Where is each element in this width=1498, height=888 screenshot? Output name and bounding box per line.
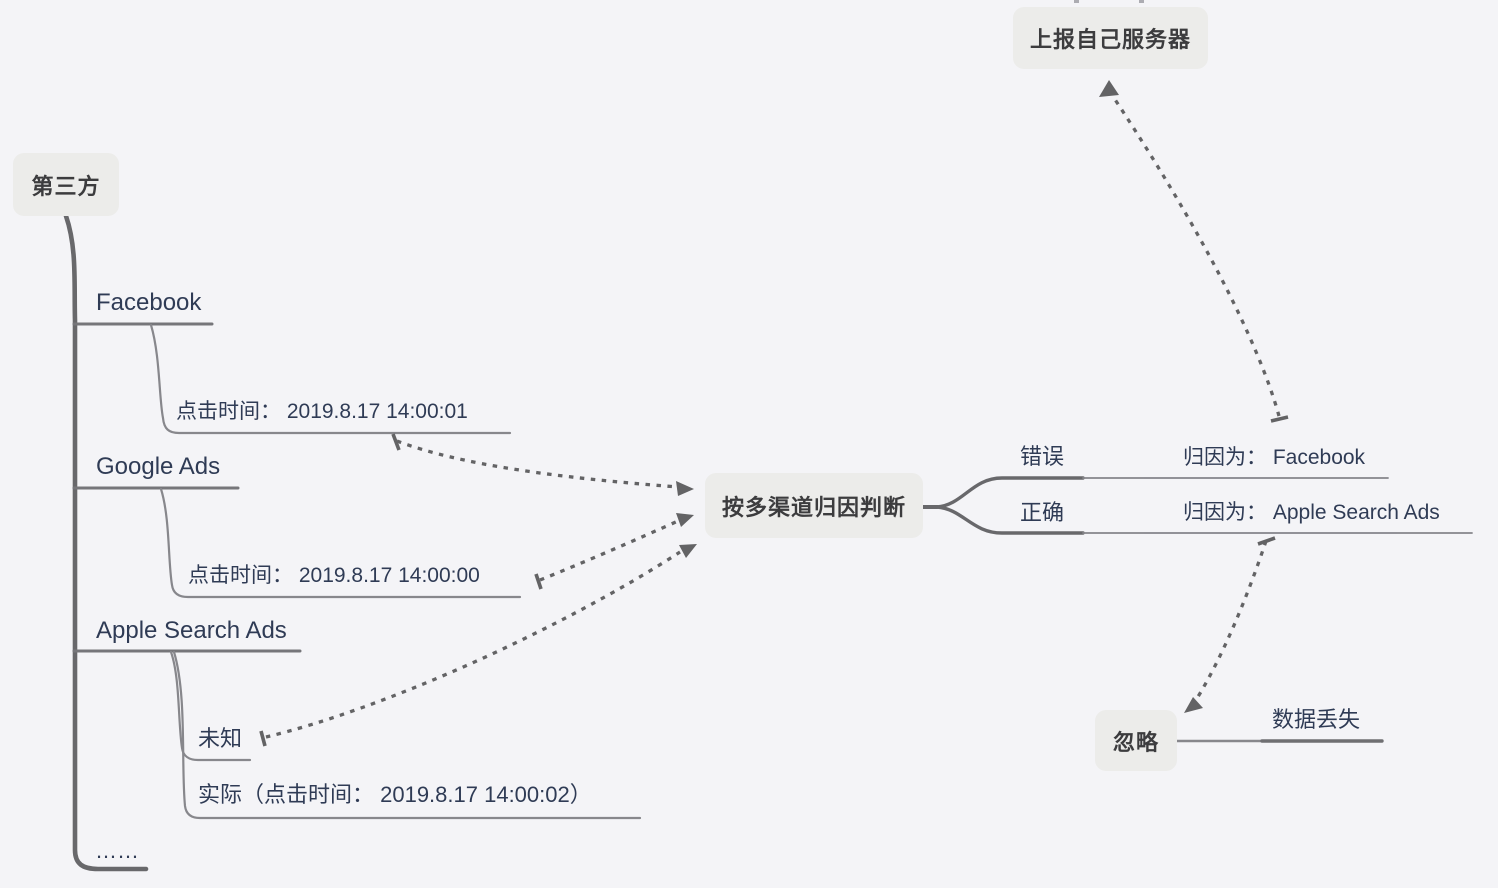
arrow-head-icon <box>1184 697 1203 713</box>
dashed-arrow-attr-asa-to-ignore <box>1184 536 1276 713</box>
topic-actual-click-time[interactable]: 实际（点击时间： 2019.8.17 14:00:02） <box>198 782 592 807</box>
top-edge-stub <box>1139 0 1144 3</box>
branch-asa-unknown <box>169 650 252 762</box>
arrow-curve <box>396 439 679 489</box>
arrow-tail-bar <box>259 730 267 747</box>
arrow-tail-bar <box>534 573 543 590</box>
node-third-party[interactable]: 第三方 <box>13 153 119 216</box>
branch-outcome-wrong <box>935 476 1085 509</box>
dashed-arrow-attr-facebook-to-report-server <box>1099 80 1289 423</box>
topic-facebook[interactable]: Facebook <box>96 289 202 316</box>
top-edge-stub <box>1074 0 1079 3</box>
topic-facebook-click-time[interactable]: 点击时间： 2019.8.17 14:00:01 <box>176 400 468 423</box>
node-ignore[interactable]: 忽略 <box>1095 710 1177 771</box>
trunk-branch-third-party <box>63 213 149 872</box>
arrow-tail-bar <box>1257 536 1276 546</box>
arrow-tail-bar <box>1270 415 1289 423</box>
topic-google-ads[interactable]: Google Ads <box>96 453 221 480</box>
dashed-arrow-facebook-clicktime-to-judgment <box>391 433 694 496</box>
topic-attr-facebook[interactable]: 归因为： Facebook <box>1183 446 1366 469</box>
topic-unknown[interactable]: 未知 <box>198 726 243 751</box>
arrow-head-icon <box>676 513 694 527</box>
topic-outcome-wrong[interactable]: 错误 <box>1020 444 1065 469</box>
arrow-curve <box>1194 540 1268 701</box>
topic-attr-apple-search-ads[interactable]: 归因为： Apple Search Ads <box>1183 501 1440 524</box>
arrow-head-icon <box>676 481 694 496</box>
topic-more-ellipsis[interactable]: …… <box>95 838 139 863</box>
dashed-arrow-unknown-to-judgment <box>259 544 697 747</box>
branch-outcome-correct <box>935 505 1085 535</box>
dashed-arrow-google-clicktime-to-judgment <box>534 513 694 590</box>
topic-outcome-correct[interactable]: 正确 <box>1020 500 1065 525</box>
topic-apple-search-ads[interactable]: Apple Search Ads <box>96 617 287 644</box>
node-report-server[interactable]: 上报自己服务器 <box>1013 7 1208 69</box>
topic-google-click-time[interactable]: 点击时间： 2019.8.17 14:00:00 <box>188 564 480 587</box>
arrow-head-icon <box>1099 80 1119 97</box>
node-judgment[interactable]: 按多渠道归因判断 <box>705 473 923 538</box>
branch-asa-actual <box>172 650 642 820</box>
arrow-curve <box>539 519 679 582</box>
topic-data-loss[interactable]: 数据丢失 <box>1272 707 1361 732</box>
branch-google-click-time <box>159 487 522 599</box>
arrow-tail-bar <box>391 433 401 451</box>
branch-facebook-click-time <box>149 323 512 435</box>
arrow-head-icon <box>679 544 697 558</box>
arrow-curve <box>1112 97 1281 417</box>
